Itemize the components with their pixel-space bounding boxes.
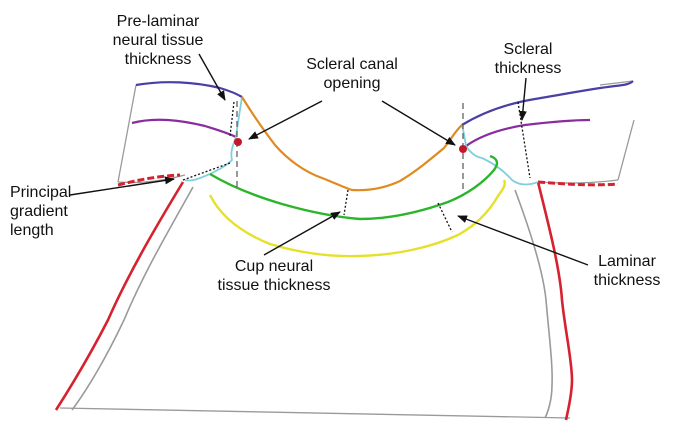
sclera-inner-surface	[131, 118, 591, 147]
label-scleral-canal-opening: Scleral canal opening	[306, 56, 398, 92]
label-cup-neural-tissue-thickness: Cup neural tissue thickness	[217, 258, 331, 294]
cup-surface	[241, 96, 463, 192]
canal-wall	[184, 96, 539, 186]
label-scleral-thickness: Scleral thickness	[494, 41, 562, 77]
annotation-arrows	[69, 53, 589, 266]
thickness-measures	[182, 101, 531, 233]
sclera-anterior-surface	[135, 80, 634, 126]
label-principal-gradient-length: Principal gradient length	[10, 184, 72, 239]
lamina-anterior-surface	[209, 154, 499, 221]
canal-opening-right-point	[459, 145, 467, 153]
label-laminar-thickness: Laminar thickness	[593, 253, 661, 289]
peripapillary-wall-gray	[71, 186, 553, 419]
canal-opening-markers	[236, 101, 464, 192]
label-prelaminar-thickness: Pre-laminar neural tissue thickness	[112, 13, 204, 68]
peripapillary-wall-red	[54, 181, 574, 421]
tissue-outline	[59, 80, 635, 419]
lamina-posterior-surface	[208, 179, 506, 258]
scleral-flange	[117, 173, 619, 187]
canal-opening-left-point	[234, 138, 242, 146]
